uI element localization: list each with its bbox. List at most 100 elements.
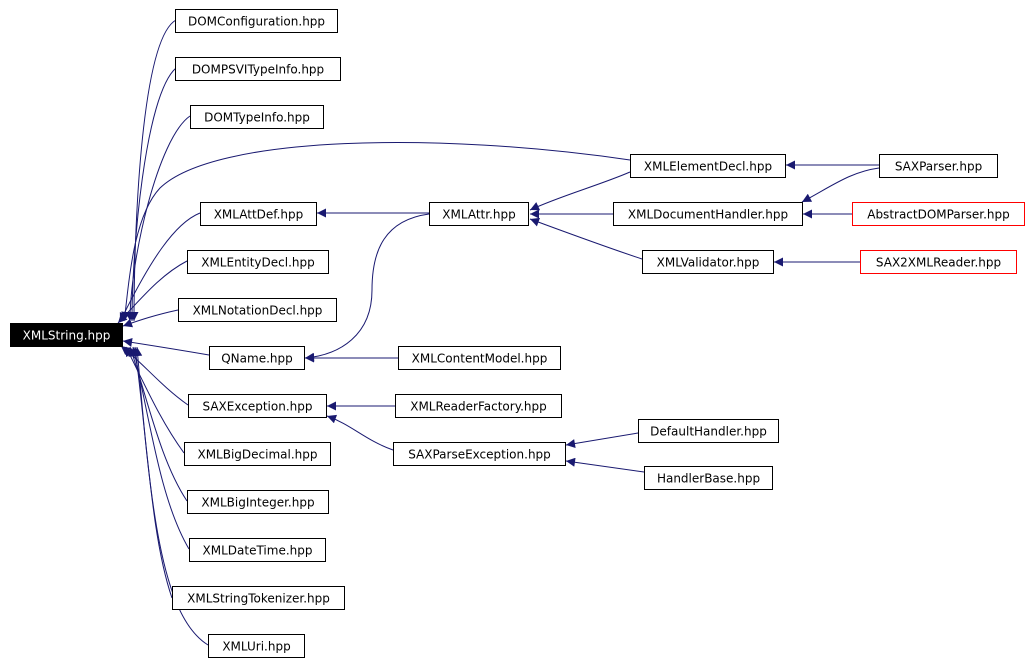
node-label: QName.hpp	[221, 352, 293, 366]
node-label: XMLAttr.hpp	[442, 208, 515, 222]
node-saxexception[interactable]: SAXException.hpp	[188, 394, 327, 418]
node-label: HandlerBase.hpp	[657, 472, 760, 486]
node-box	[10, 323, 123, 347]
node-box	[172, 586, 345, 610]
node-label: DOMTypeInfo.hpp	[204, 111, 310, 125]
edge-xmlelementdecl-to-xmlattr	[529, 171, 631, 211]
node-label: XMLElementDecl.hpp	[644, 160, 772, 174]
node-box	[638, 419, 779, 443]
node-box	[395, 394, 562, 418]
node-box	[200, 202, 317, 226]
node-label: XMLAttDef.hpp	[214, 208, 304, 222]
node-xmluri[interactable]: XMLUri.hpp	[208, 634, 305, 658]
node-label: DOMConfiguration.hpp	[188, 15, 325, 29]
node-defaulthandler[interactable]: DefaultHandler.hpp	[638, 419, 779, 443]
node-box	[852, 202, 1025, 226]
node-box	[175, 9, 338, 33]
node-handlerbase[interactable]: HandlerBase.hpp	[644, 466, 773, 490]
edge-domtypeinfo-to-xmlstring	[125, 115, 191, 322]
edge-saxparser-to-xmldocumenthandler	[801, 167, 880, 203]
node-xmlbigdecimal[interactable]: XMLBigDecimal.hpp	[184, 442, 331, 466]
edge-xmlbiginteger-to-xmlstring	[128, 346, 188, 502]
node-box	[393, 442, 566, 466]
node-domtypeinfo[interactable]: DOMTypeInfo.hpp	[190, 105, 324, 129]
node-label: XMLStringTokenizer.hpp	[187, 592, 330, 606]
node-box	[398, 346, 561, 370]
node-label: DOMPSVITypeInfo.hpp	[192, 63, 324, 77]
node-xmlvalidator[interactable]: XMLValidator.hpp	[642, 250, 774, 274]
node-sax2xmlreader[interactable]: SAX2XMLReader.hpp	[860, 250, 1017, 274]
node-xmlcontentmodel[interactable]: XMLContentModel.hpp	[398, 346, 561, 370]
edge-layer	[117, 19, 880, 646]
node-abstractdomparser[interactable]: AbstractDOMParser.hpp	[852, 202, 1025, 226]
node-xmlelementdecl[interactable]: XMLElementDecl.hpp	[630, 154, 786, 178]
node-label: DefaultHandler.hpp	[650, 425, 767, 439]
node-box	[644, 466, 773, 490]
node-box	[187, 490, 329, 514]
node-label: SAXParseException.hpp	[408, 448, 551, 462]
edge-xmlnotationdecl-to-xmlstring	[122, 309, 179, 328]
node-box	[613, 202, 803, 226]
node-box	[189, 538, 326, 562]
node-box	[190, 105, 324, 129]
node-label: AbstractDOMParser.hpp	[867, 208, 1010, 222]
node-label: SAXException.hpp	[203, 400, 313, 414]
edge-xmlentitydecl-to-xmlstring	[117, 260, 188, 324]
node-saxparseexception[interactable]: SAXParseException.hpp	[393, 442, 566, 466]
node-saxparser[interactable]: SAXParser.hpp	[879, 154, 998, 178]
node-xmlstringtokenizer[interactable]: XMLStringTokenizer.hpp	[172, 586, 345, 610]
edge-domconfig-to-xmlstring	[129, 19, 177, 322]
node-xmlstring: XMLString.hpp	[10, 323, 123, 347]
node-label: XMLContentModel.hpp	[412, 352, 548, 366]
node-xmlreaderfactory[interactable]: XMLReaderFactory.hpp	[395, 394, 562, 418]
node-box	[642, 250, 774, 274]
edge-xmlelementdecl-to-xmlstring	[121, 142, 631, 322]
node-label: SAX2XMLReader.hpp	[876, 256, 1001, 270]
node-xmlbiginteger[interactable]: XMLBigInteger.hpp	[187, 490, 329, 514]
node-xmlentitydecl[interactable]: XMLEntityDecl.hpp	[187, 250, 329, 274]
node-domconfig[interactable]: DOMConfiguration.hpp	[175, 9, 338, 33]
node-box	[178, 298, 337, 322]
edge-xmlattdef-to-xmlstring	[119, 212, 201, 323]
node-label: XMLReaderFactory.hpp	[410, 400, 547, 414]
node-xmldatetime[interactable]: XMLDateTime.hpp	[189, 538, 326, 562]
edge-xmluri-to-xmlstring	[133, 346, 209, 646]
node-xmldocumenthandler[interactable]: XMLDocumentHandler.hpp	[613, 202, 803, 226]
node-box	[187, 250, 329, 274]
edge-xmlattr-to-qname	[304, 213, 430, 362]
node-xmlnotationdecl[interactable]: XMLNotationDecl.hpp	[178, 298, 337, 322]
node-qname[interactable]: QName.hpp	[209, 346, 305, 370]
edge-xmlvalidator-to-xmlattr	[529, 217, 643, 260]
edge-saxexception-to-xmlstring	[120, 345, 189, 406]
node-box	[860, 250, 1017, 274]
node-box	[630, 154, 786, 178]
node-box	[188, 394, 327, 418]
node-dompsvi[interactable]: DOMPSVITypeInfo.hpp	[175, 57, 341, 81]
node-label: XMLEntityDecl.hpp	[201, 256, 315, 270]
edge-defaulthandler-to-saxparseexception	[565, 432, 639, 448]
node-box	[429, 202, 529, 226]
node-box	[209, 346, 305, 370]
node-xmlattr[interactable]: XMLAttr.hpp	[429, 202, 529, 226]
edge-handlerbase-to-saxparseexception	[565, 457, 645, 473]
edge-saxparseexception-to-saxexception	[326, 414, 394, 451]
node-box	[208, 634, 305, 658]
node-label: XMLDocumentHandler.hpp	[628, 208, 788, 222]
node-label: XMLBigInteger.hpp	[201, 496, 314, 510]
node-box	[184, 442, 331, 466]
node-box	[879, 154, 998, 178]
node-label: SAXParser.hpp	[895, 160, 982, 174]
edge-xmlbigdecimal-to-xmlstring	[125, 346, 185, 454]
node-label: XMLString.hpp	[23, 329, 111, 343]
node-label: XMLUri.hpp	[222, 640, 290, 654]
edge-qname-to-xmlstring	[122, 337, 210, 356]
node-label: XMLNotationDecl.hpp	[193, 304, 323, 318]
node-layer: XMLString.hpp DOMConfiguration.hppDOMPSVI…	[10, 9, 1025, 658]
node-label: XMLDateTime.hpp	[203, 544, 313, 558]
node-xmlattdef[interactable]: XMLAttDef.hpp	[200, 202, 317, 226]
node-label: XMLValidator.hpp	[657, 256, 760, 270]
node-label: XMLBigDecimal.hpp	[197, 448, 317, 462]
edge-dompsvi-to-xmlstring	[127, 67, 177, 322]
node-box	[175, 57, 341, 81]
